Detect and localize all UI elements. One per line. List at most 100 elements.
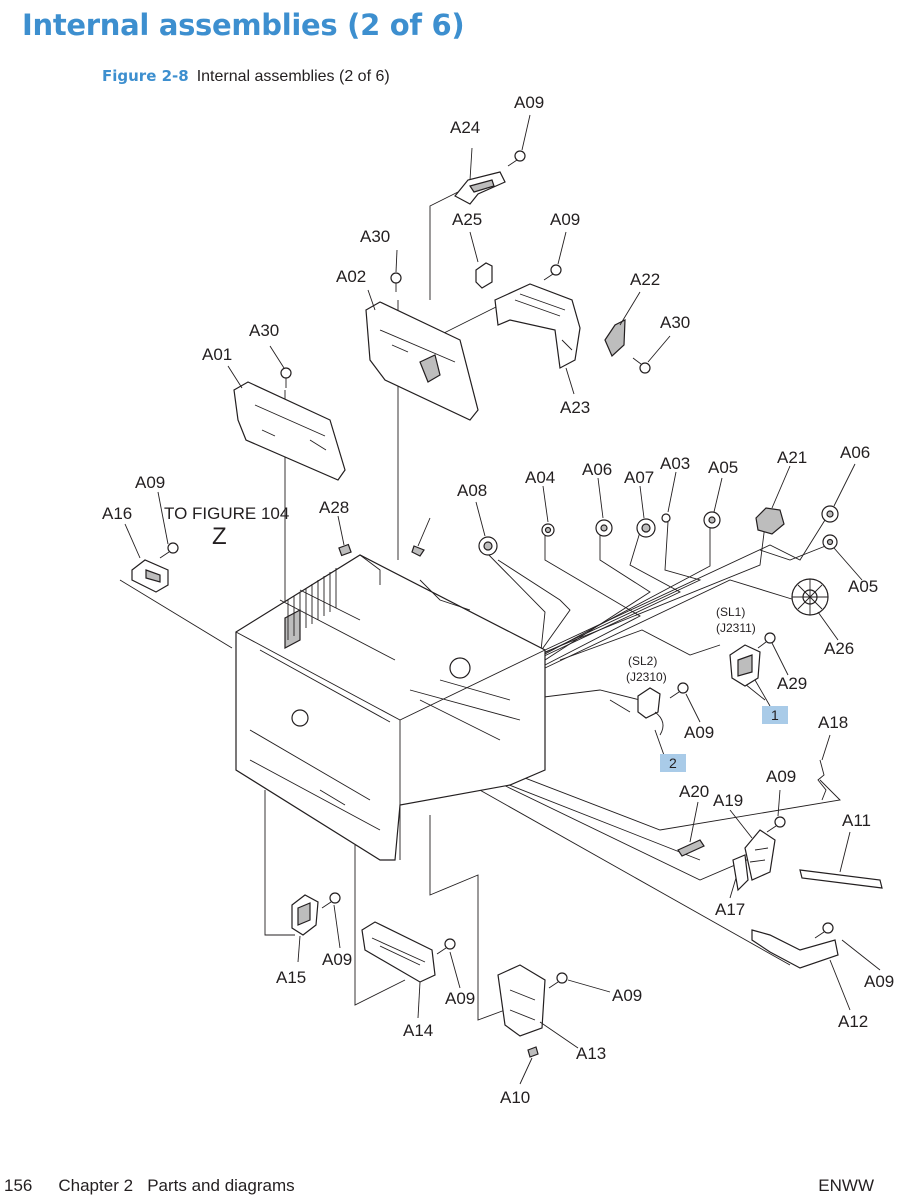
part-a13-bracket — [497, 964, 546, 1037]
screw-icon — [321, 892, 341, 909]
label-a09: A09 — [445, 989, 475, 1008]
sensor-sl1-label: (SL1) — [716, 605, 745, 619]
page-title: Internal assemblies (2 of 6) — [22, 8, 465, 42]
label-a16: A16 — [102, 504, 132, 523]
label-a09: A09 — [135, 473, 165, 492]
label-a05: A05 — [708, 458, 738, 477]
connector-j2311-label: (J2311) — [716, 621, 756, 635]
label-a06: A06 — [582, 460, 612, 479]
label-a25: A25 — [452, 210, 482, 229]
screw-icon — [436, 938, 456, 955]
label-a22: A22 — [630, 270, 660, 289]
label-a01: A01 — [202, 345, 232, 364]
screw-icon — [543, 264, 562, 281]
label-a03: A03 — [660, 454, 690, 473]
label-a17: A17 — [715, 900, 745, 919]
label-a13: A13 — [576, 1044, 606, 1063]
label-a29: A29 — [777, 674, 807, 693]
main-chassis — [235, 554, 546, 861]
screw-icon — [280, 367, 292, 388]
part-a28-clip — [338, 543, 352, 557]
part-sl1-solenoid — [729, 644, 761, 687]
part-a22-plate — [604, 319, 626, 358]
screw-icon — [159, 542, 179, 559]
screw-icon — [548, 972, 568, 989]
page-number: 156 — [4, 1176, 33, 1195]
connector-j2310-label: (J2310) — [626, 670, 667, 684]
part-a16-sensor-holder — [131, 559, 169, 593]
part-a24-bracket — [454, 171, 506, 205]
page-footer-left: 156 Chapter 2 Parts and diagrams — [4, 1176, 295, 1196]
figure-number: Figure 2-8 — [102, 67, 189, 85]
figure-title: Internal assemblies (2 of 6) — [196, 68, 390, 85]
label-ticks — [124, 114, 881, 1085]
label-a10: A10 — [500, 1088, 530, 1107]
label-a05: A05 — [848, 577, 878, 596]
part-sl2-solenoid — [637, 687, 664, 736]
sensor-labels: (SL1) (J2311) (SL2) (J2310) — [626, 605, 756, 684]
sensor-sl2-label: (SL2) — [628, 654, 657, 668]
part-a18-spring — [817, 759, 827, 801]
label-a11: A11 — [842, 811, 871, 830]
part-a20-clip — [677, 839, 705, 857]
label-a14: A14 — [403, 1021, 433, 1040]
z-label: Z — [212, 523, 227, 550]
label-a09: A09 — [684, 723, 714, 742]
part-a12-arm — [751, 929, 839, 969]
screw-icon — [814, 922, 834, 939]
label-a30: A30 — [660, 313, 690, 332]
page-footer-right: ENWW — [818, 1176, 874, 1195]
label-a07: A07 — [624, 468, 654, 487]
label-a09: A09 — [864, 972, 894, 991]
gear-row — [478, 505, 839, 556]
part-a01-side-plate — [233, 381, 346, 481]
screw-icon — [757, 632, 776, 649]
part-a25-clip — [475, 262, 493, 289]
label-a28: A28 — [319, 498, 349, 517]
part-a27-clip — [411, 545, 425, 557]
callouts: 1 2 — [660, 706, 788, 772]
label-a12: A12 — [838, 1012, 868, 1031]
callout-2-box — [660, 754, 686, 772]
screw-icon — [390, 272, 402, 292]
part-a14-guide — [361, 921, 436, 983]
label-a06: A06 — [840, 443, 870, 462]
screw-icon — [766, 816, 786, 833]
label-a26: A26 — [824, 639, 854, 658]
part-a23-frame — [494, 283, 581, 369]
screw-icon — [632, 357, 651, 374]
callout-1-box — [762, 706, 788, 724]
callout-2: 2 — [669, 755, 677, 771]
label-a18: A18 — [818, 713, 848, 732]
part-a17-arm — [732, 854, 749, 892]
label-a23: A23 — [560, 398, 590, 417]
label-a19: A19 — [713, 791, 743, 810]
screw-icon — [507, 150, 526, 167]
label-a04: A04 — [525, 468, 555, 487]
label-a30: A30 — [360, 227, 390, 246]
label-a30: A30 — [249, 321, 279, 340]
chapter-title: Chapter 2 Parts and diagrams — [58, 1176, 295, 1195]
label-a24: A24 — [450, 118, 480, 137]
to-figure-label: TO FIGURE 104 — [164, 504, 289, 523]
label-a09: A09 — [550, 210, 580, 229]
label-a15: A15 — [276, 968, 306, 987]
part-labels: A09 A24 A09 A25 A30 A02 A22 A30 A23 A30 … — [102, 93, 894, 1107]
screws — [159, 150, 834, 989]
screw-icon — [669, 682, 689, 699]
part-a02-side-plate — [365, 301, 479, 421]
label-a09: A09 — [514, 93, 544, 112]
label-a09: A09 — [612, 986, 642, 1005]
part-a15-bracket — [291, 894, 319, 936]
label-a02: A02 — [336, 267, 366, 286]
part-a19-lever — [744, 829, 776, 881]
label-a20: A20 — [679, 782, 709, 801]
figure-caption: Figure 2-8 Internal assemblies (2 of 6) — [102, 67, 390, 86]
label-a09: A09 — [766, 767, 796, 786]
part-a10-clip — [527, 1046, 539, 1058]
callout-1: 1 — [771, 707, 779, 723]
part-a11-rail — [799, 869, 883, 889]
label-a21: A21 — [777, 448, 807, 467]
label-a09: A09 — [322, 950, 352, 969]
